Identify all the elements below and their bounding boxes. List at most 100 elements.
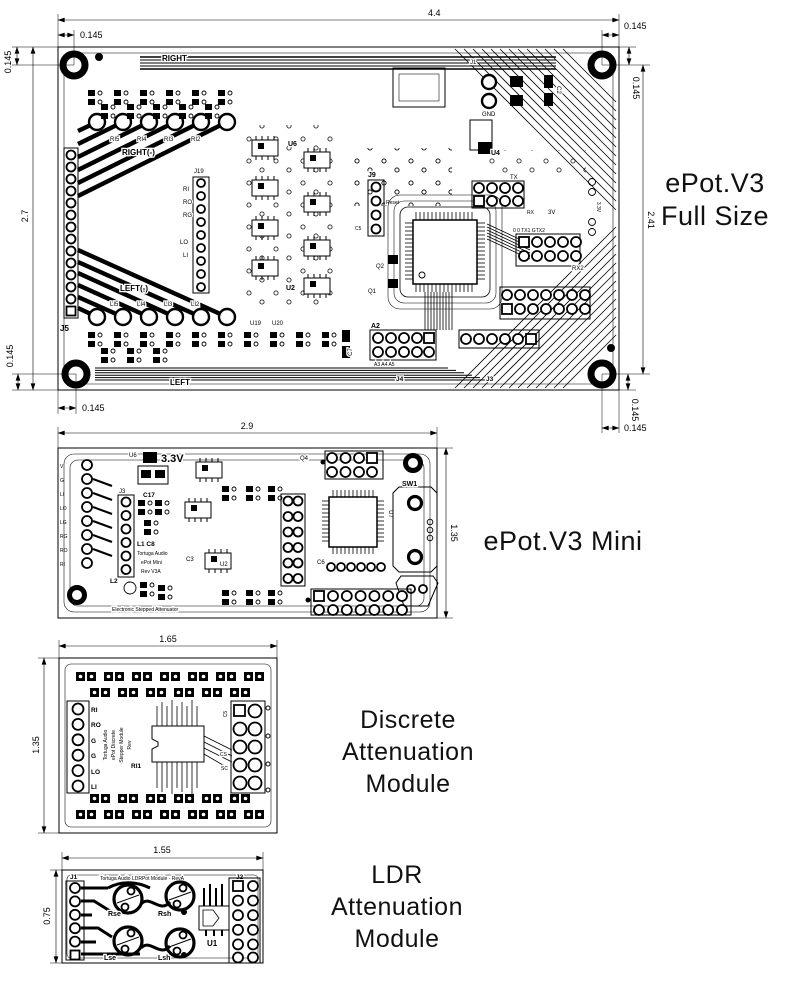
board-ldr-outline	[61, 869, 264, 964]
mini-pin-lo: LO	[60, 506, 67, 512]
silk-hdr-rg: RG	[183, 213, 192, 219]
silk-d-g1: G	[91, 738, 96, 745]
silk-q2: Q2	[376, 264, 385, 270]
tx2-header	[515, 233, 582, 267]
silk-ldr-rse: Rse	[108, 911, 121, 918]
dim-board-height: 2.7	[20, 210, 30, 223]
silk-c5: C5	[355, 226, 362, 232]
silk-d-sc: SC	[221, 766, 228, 772]
mini-pin-ri: RI	[60, 562, 65, 568]
silk-hdr-ro: RO	[183, 200, 192, 206]
mini-corner-connector	[395, 575, 439, 607]
silk-mini-j3: J3	[119, 489, 126, 495]
board-full-size: RIGHT LEFT	[57, 46, 620, 391]
mini-pin-rg: RG	[60, 534, 68, 540]
silk-rx2: RX2	[572, 266, 584, 272]
dim-hole-offset-br-h: 0.145	[624, 423, 647, 433]
silk-u6: U6	[288, 141, 297, 148]
mini-mcu-qfp	[322, 490, 384, 554]
silk-j9: J9	[368, 172, 376, 179]
silk-mini-brand1: Tortuga Audio	[137, 551, 168, 557]
mini-top-right-header	[324, 450, 384, 480]
silk-li3: LI3	[164, 302, 173, 308]
silk-mini-c17: C17	[143, 492, 155, 499]
mini-sw1-encoder	[392, 486, 438, 573]
silk-33v: 3.3V	[595, 202, 601, 213]
silk-a-row: A3 A4 A5	[374, 362, 395, 368]
silk-left: LEFT	[170, 378, 190, 387]
silk-mini-l2: L2	[110, 578, 118, 585]
silk-a2: A2	[371, 323, 380, 330]
silk-ri4: RI4	[137, 137, 147, 143]
silk-right-neg: RIGHT(-)	[122, 148, 155, 157]
ldr-j1-header	[65, 880, 85, 961]
board-full-size-outline	[57, 46, 620, 391]
silk-j4: J4	[396, 376, 404, 383]
silk-d-brand2: ePot Discrete	[111, 730, 117, 760]
dimensions-discrete: 1.65 1.35	[31, 634, 278, 834]
silk-j1: J1	[470, 60, 477, 66]
silk-ldr-header: Tortuga Audio LDRPot Module - RevA	[100, 876, 185, 882]
silk-d-brand3: Stepper Module	[119, 727, 125, 763]
dim-ldr-width: 1.55	[153, 845, 171, 855]
discrete-right-header	[230, 700, 266, 794]
j5-connector	[63, 147, 79, 319]
bottom-header-row	[458, 329, 540, 349]
silk-hdr-li: LI	[183, 253, 188, 259]
dim-hole-offset-br-v: 0.145	[630, 399, 640, 422]
dimensions-full-size: 4.4 0.145 0.145 2.7 0.145 0.145 2.41 0.1…	[3, 8, 656, 433]
tx-header	[471, 180, 525, 209]
title-full-size-line1: ePot.V3	[665, 168, 765, 198]
silk-d-ri: RI	[91, 707, 98, 714]
silk-d-lo: LO	[91, 769, 100, 776]
mini-pin-v: V	[60, 464, 64, 470]
mini-pin-g: G	[60, 478, 64, 484]
silk-li5: LI5	[110, 302, 119, 308]
dim-board-width: 4.4	[428, 8, 441, 18]
silk-q1: Q1	[368, 289, 377, 295]
silk-d-brand4: Rev	[127, 740, 133, 749]
title-mini: ePot.V3 Mini	[483, 526, 642, 556]
ldr-cells	[112, 880, 196, 959]
mini-j3-header	[117, 494, 135, 578]
dim-hole-offset-bl-v: 0.145	[5, 345, 15, 368]
ldr-j2-header	[228, 877, 261, 964]
ldr-thick-traces	[81, 881, 172, 956]
dim-mini-width: 2.9	[241, 421, 254, 431]
corner-trace-fan-tr	[454, 48, 617, 211]
j9-header	[367, 179, 385, 237]
silk-ri2: RI2	[191, 137, 201, 143]
silk-u19: U19	[250, 321, 262, 327]
mini-mid-header	[280, 493, 306, 587]
silk-d-g2: G	[91, 753, 96, 760]
dim-hole-offset-tl-v: 0.145	[3, 51, 13, 74]
silk-mini-u7: U7	[387, 510, 393, 518]
silk-right: RIGHT	[162, 54, 187, 63]
silk-tx-row: 0 0 TX1 GTX2	[513, 228, 545, 234]
mini-left-connector	[81, 459, 113, 569]
silk-mini-sw1: SW1	[402, 481, 417, 488]
board-discrete-outline	[58, 657, 278, 834]
silk-ri5: RI5	[110, 137, 120, 143]
dim-hole-offset-tr-h: 0.145	[624, 21, 647, 31]
silk-ldr-u1: U1	[207, 939, 218, 948]
dim-hole-offset-tr-v: 0.145	[631, 77, 641, 100]
title-discrete-line2: Attenuation	[342, 738, 474, 766]
silk-ri3: RI3	[164, 137, 174, 143]
silk-mini-brand2: ePot Mini	[141, 560, 162, 566]
mini-pin-lg: LG	[60, 520, 67, 526]
board-discrete: RI RO G G LO LI Tortuga Audio ePot Discr…	[58, 657, 278, 834]
silk-ldr-rsh: Rsh	[158, 911, 171, 918]
silk-u20: U20	[272, 321, 284, 327]
discrete-center-chip	[151, 700, 205, 794]
left-bus-traces	[95, 367, 488, 381]
silk-d-ri1: RI1	[131, 763, 142, 770]
dim-hole-offset-bl-h: 0.145	[82, 403, 105, 413]
a2-header	[369, 329, 437, 361]
silk-mini-u6: U6	[129, 453, 137, 459]
mcu-qfp	[387, 194, 503, 310]
silk-mini-q4: Q4	[300, 456, 309, 462]
power-entry	[392, 67, 553, 154]
silk-c7: C7	[348, 348, 354, 356]
